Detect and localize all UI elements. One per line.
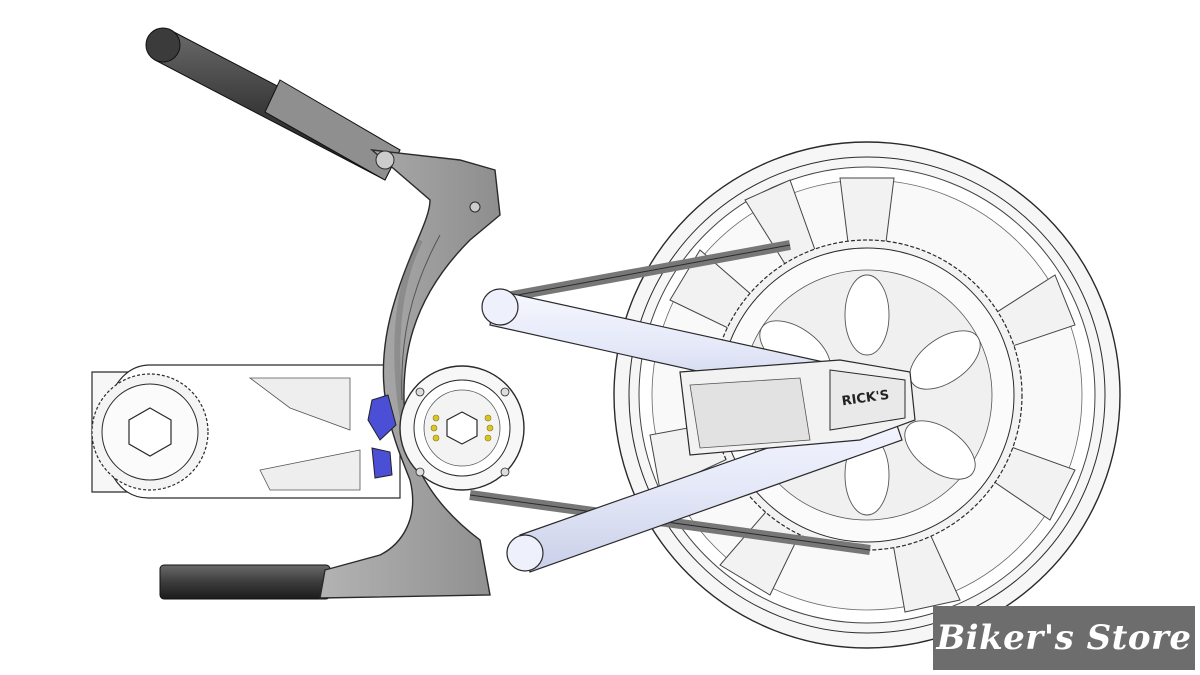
lower-grip bbox=[159, 564, 331, 600]
pivot-hub bbox=[399, 365, 525, 491]
front-pulley bbox=[91, 373, 209, 491]
watermark-badge: Biker's Store bbox=[933, 606, 1195, 670]
axle-yoke: RICK'S bbox=[679, 359, 916, 456]
upper-handle bbox=[145, 27, 401, 181]
watermark-text: Biker's Store bbox=[936, 618, 1192, 658]
rickss-engraving: RICK'S bbox=[841, 388, 890, 410]
stand-plate bbox=[319, 149, 501, 599]
lower-tube bbox=[506, 404, 903, 573]
